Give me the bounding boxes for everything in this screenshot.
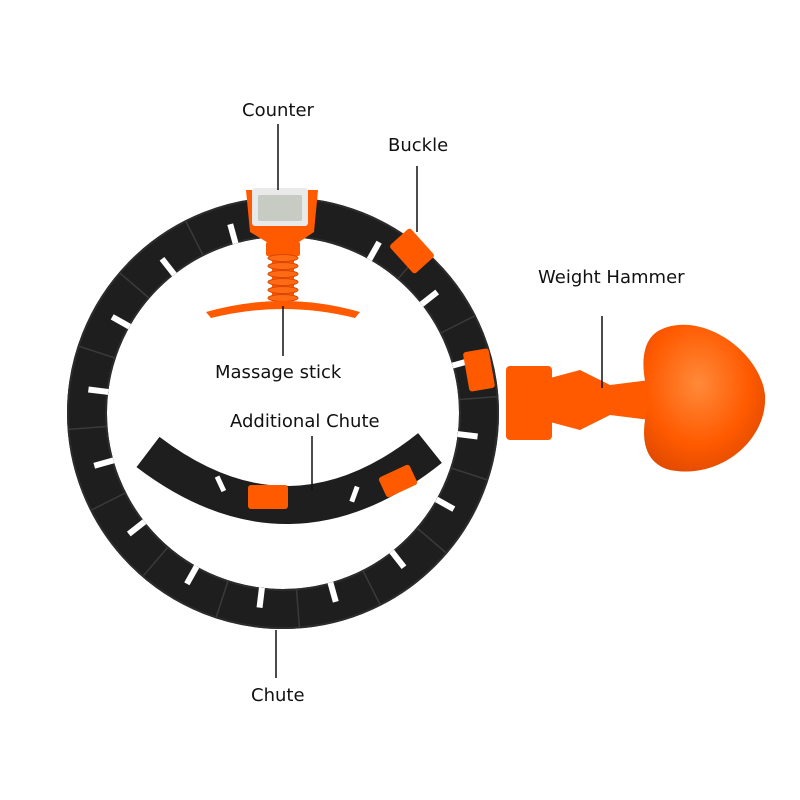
counter-neck bbox=[266, 242, 300, 256]
buckle-right bbox=[463, 348, 495, 392]
ring-seam bbox=[78, 345, 116, 359]
label-counter: Counter bbox=[242, 100, 314, 121]
counter-assembly bbox=[246, 188, 318, 256]
spring-coil bbox=[267, 278, 299, 286]
additional-chute-buckle-right bbox=[378, 464, 418, 498]
additional-chute-slot bbox=[349, 485, 360, 503]
weight-hammer-heart bbox=[643, 324, 766, 472]
ring-slot bbox=[126, 519, 147, 537]
ring-slot bbox=[93, 457, 115, 469]
ring-slot bbox=[184, 564, 200, 586]
ring-slot bbox=[366, 240, 382, 262]
label-massage-stick: Massage stick bbox=[215, 362, 342, 383]
ring-seam bbox=[215, 580, 229, 618]
ring-seam bbox=[362, 570, 381, 606]
additional-chute-segment bbox=[136, 433, 442, 524]
ring-slot bbox=[256, 587, 265, 608]
ring-seam bbox=[450, 467, 488, 481]
label-buckle: Buckle bbox=[388, 135, 449, 156]
buckle-top-right bbox=[390, 228, 434, 274]
spring-coil bbox=[267, 294, 299, 302]
spring-coils bbox=[267, 254, 299, 302]
ring-slot bbox=[457, 431, 478, 440]
ring-seam bbox=[459, 395, 498, 401]
ring-buckles bbox=[390, 228, 495, 392]
spring-coil bbox=[267, 286, 299, 294]
additional-chute-slot bbox=[214, 475, 227, 493]
counter-lcd bbox=[258, 195, 302, 221]
label-weight-hammer: Weight Hammer bbox=[538, 267, 685, 288]
massage-stick-assembly bbox=[206, 254, 360, 318]
ring-slot bbox=[434, 496, 456, 512]
ring-slot bbox=[389, 549, 407, 570]
weight-hammer-arm bbox=[550, 370, 650, 430]
ring-slot bbox=[110, 314, 132, 330]
weight-hammer-clamp bbox=[506, 366, 552, 440]
label-chute: Chute bbox=[251, 685, 305, 706]
ring-seam bbox=[68, 425, 107, 431]
additional-chute-buckle-left bbox=[248, 485, 288, 509]
ring-slots bbox=[88, 223, 478, 608]
spring-coil bbox=[267, 262, 299, 270]
spring-coil bbox=[267, 270, 299, 278]
massage-stick-pad bbox=[206, 301, 360, 318]
ring-seam bbox=[142, 546, 169, 577]
ring-seam bbox=[119, 272, 150, 299]
ring-slot bbox=[88, 386, 109, 395]
ring-slot bbox=[419, 289, 440, 307]
ring-seam bbox=[440, 315, 476, 334]
ring-seam bbox=[295, 589, 301, 628]
ring-slot bbox=[327, 581, 339, 603]
spring-coil bbox=[267, 254, 299, 262]
ring-seam bbox=[185, 220, 204, 256]
weight-hammer-assembly bbox=[506, 324, 766, 472]
ring-seam bbox=[416, 527, 447, 554]
label-additional-chute: Additional Chute bbox=[230, 411, 380, 432]
leader-lines bbox=[275, 124, 603, 678]
ring-slot bbox=[159, 256, 177, 277]
ring-seam bbox=[90, 492, 126, 511]
ring-slot bbox=[227, 223, 239, 245]
